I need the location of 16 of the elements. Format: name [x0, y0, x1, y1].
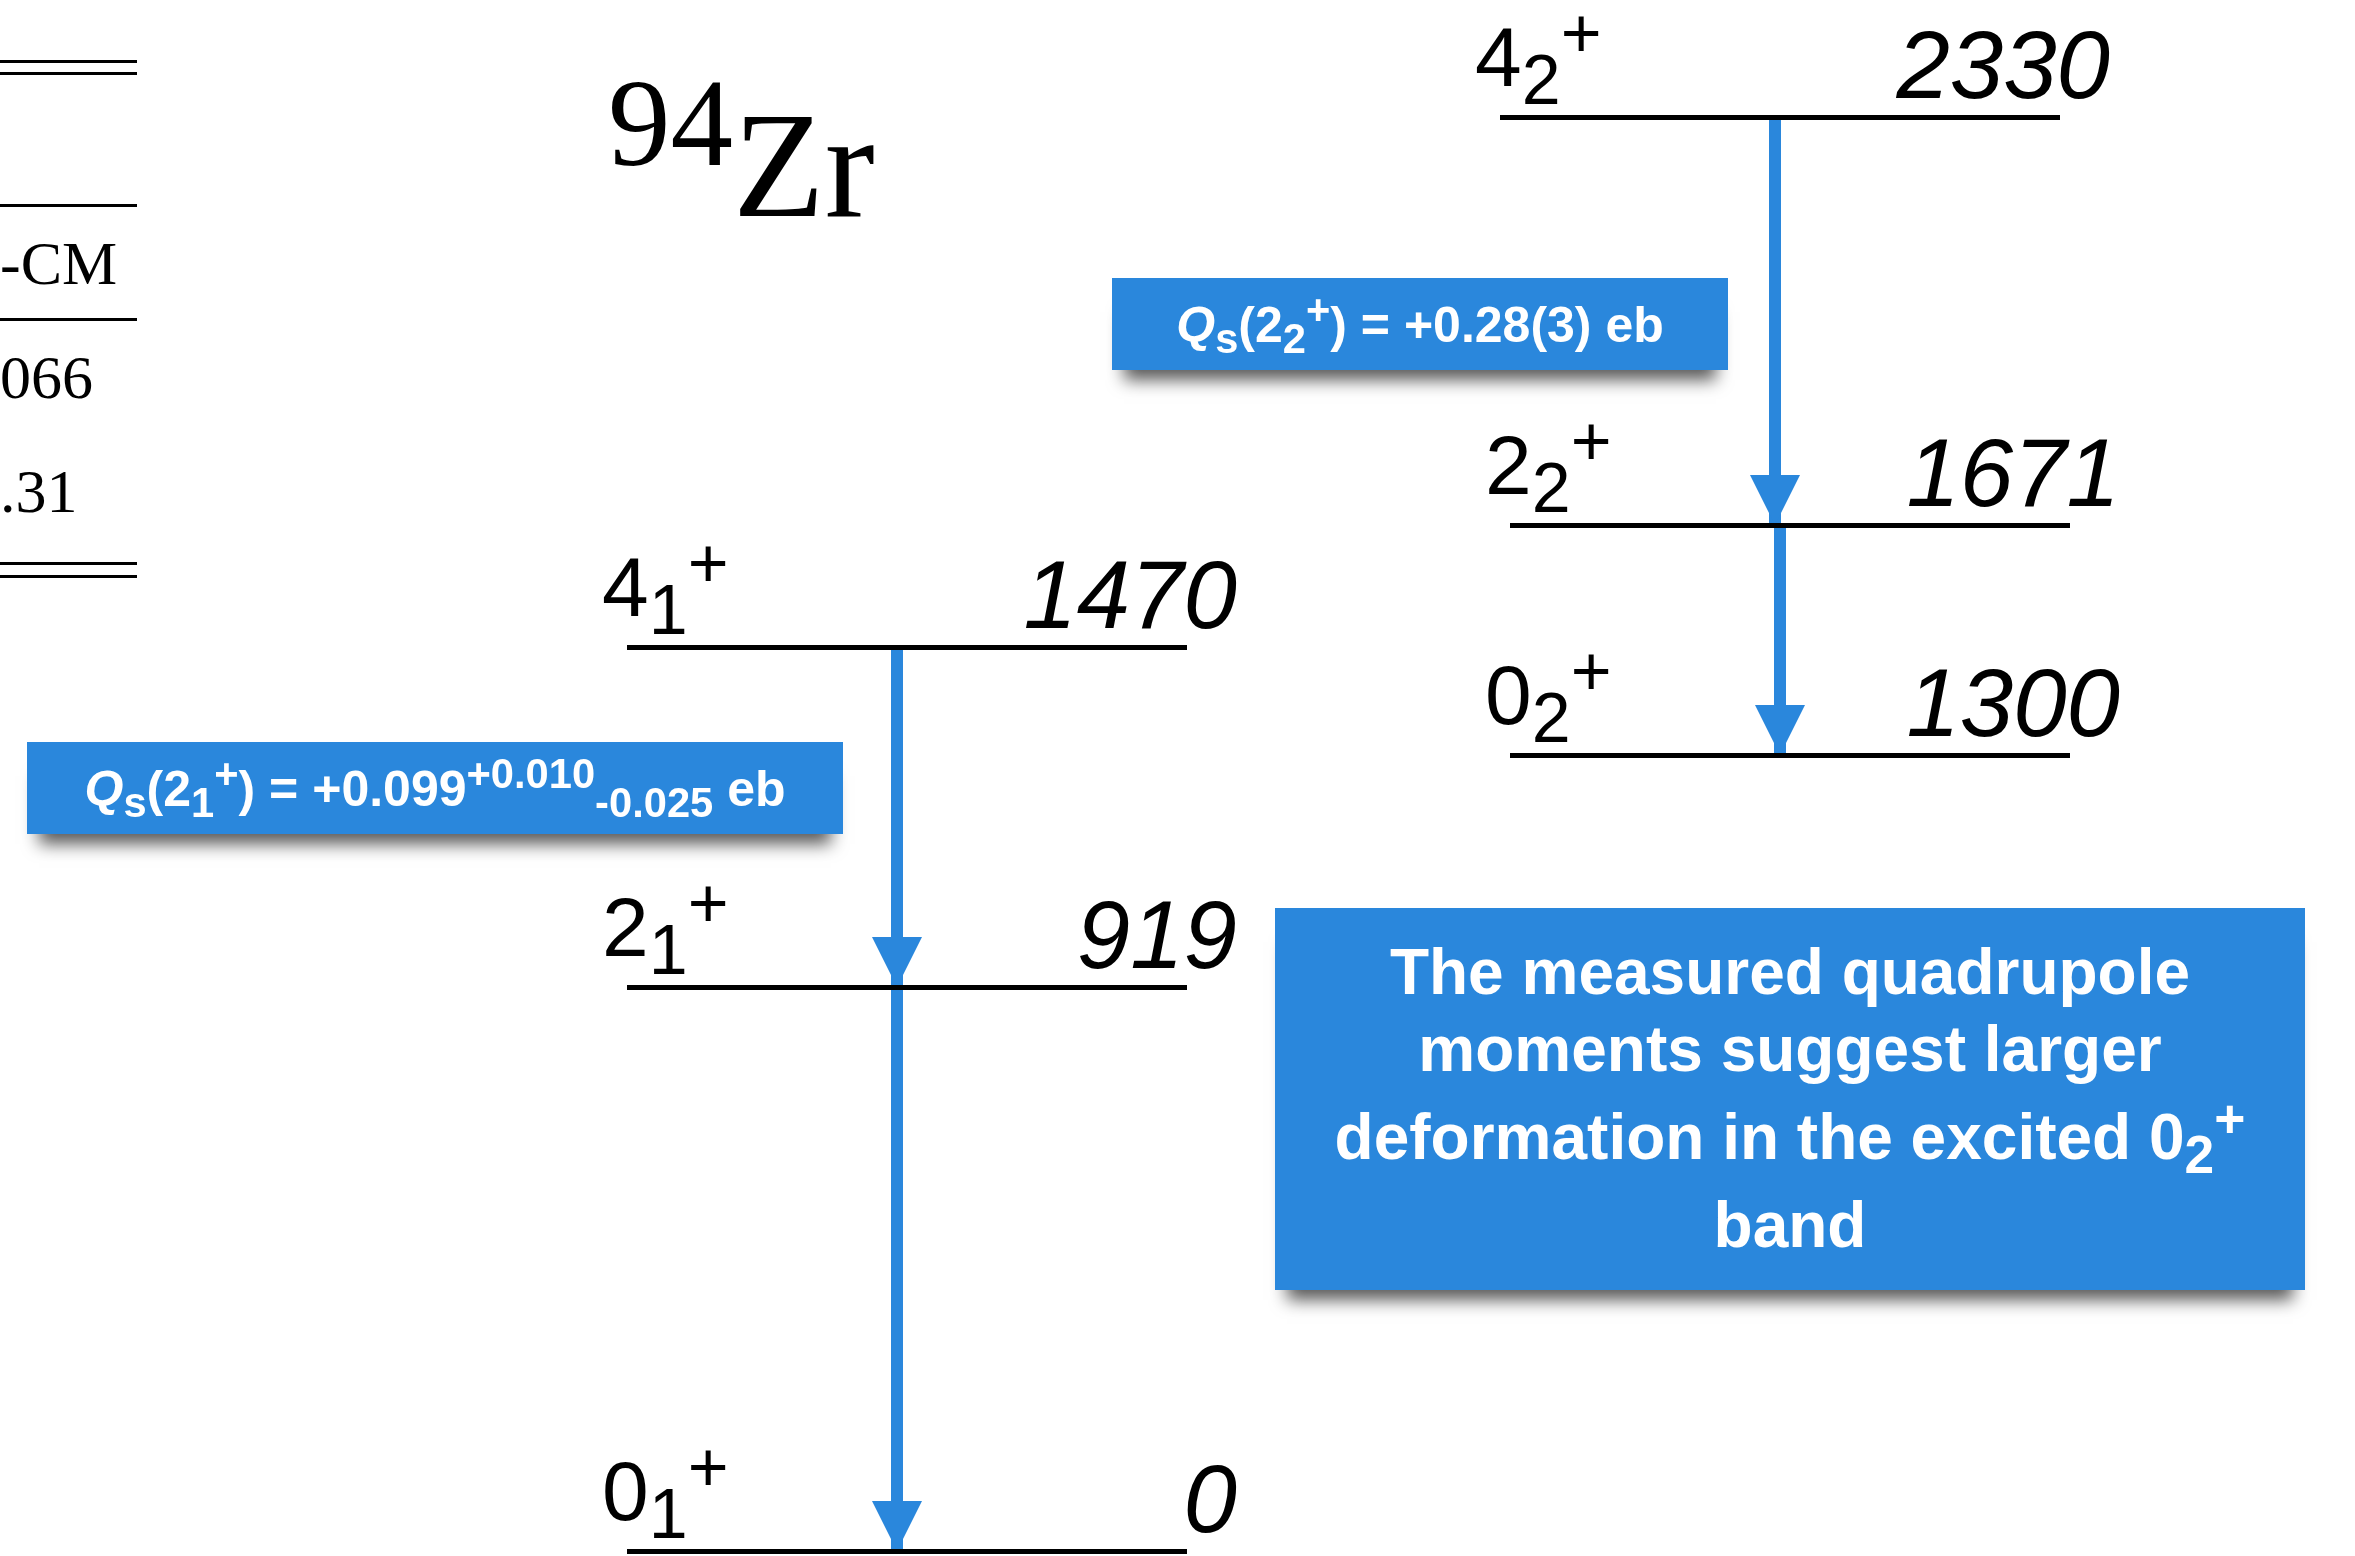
table-cell-text: -CM	[0, 232, 118, 294]
table-cell-text: .31	[0, 460, 78, 522]
energy-value: 1470	[1023, 547, 1237, 643]
quadrupole-moment-box: Q$_{s}$(2$_{1}$$^{+}$) = +0.099$^{+0.010}$$_{-0.025}$ eb	[27, 742, 843, 834]
title: $^{94}$Zr	[608, 55, 875, 248]
energy-value: 2330	[1896, 17, 2110, 113]
transition-arrow	[1749, 120, 1801, 525]
table-cell-text: 066	[0, 346, 93, 408]
energy-value: 0	[1183, 1451, 1237, 1547]
quadrupole-moment-box: Q$_{s}$(2$_{2}$$^{+}$) = +0.28(3) eb	[1112, 278, 1728, 370]
energy-value: 919	[1076, 887, 1237, 983]
energy-value: 1300	[1906, 655, 2120, 751]
energy-value: 1671	[1906, 425, 2120, 521]
transition-arrow	[871, 650, 923, 987]
transition-arrow	[871, 990, 923, 1551]
transition-arrow	[1754, 528, 1806, 755]
